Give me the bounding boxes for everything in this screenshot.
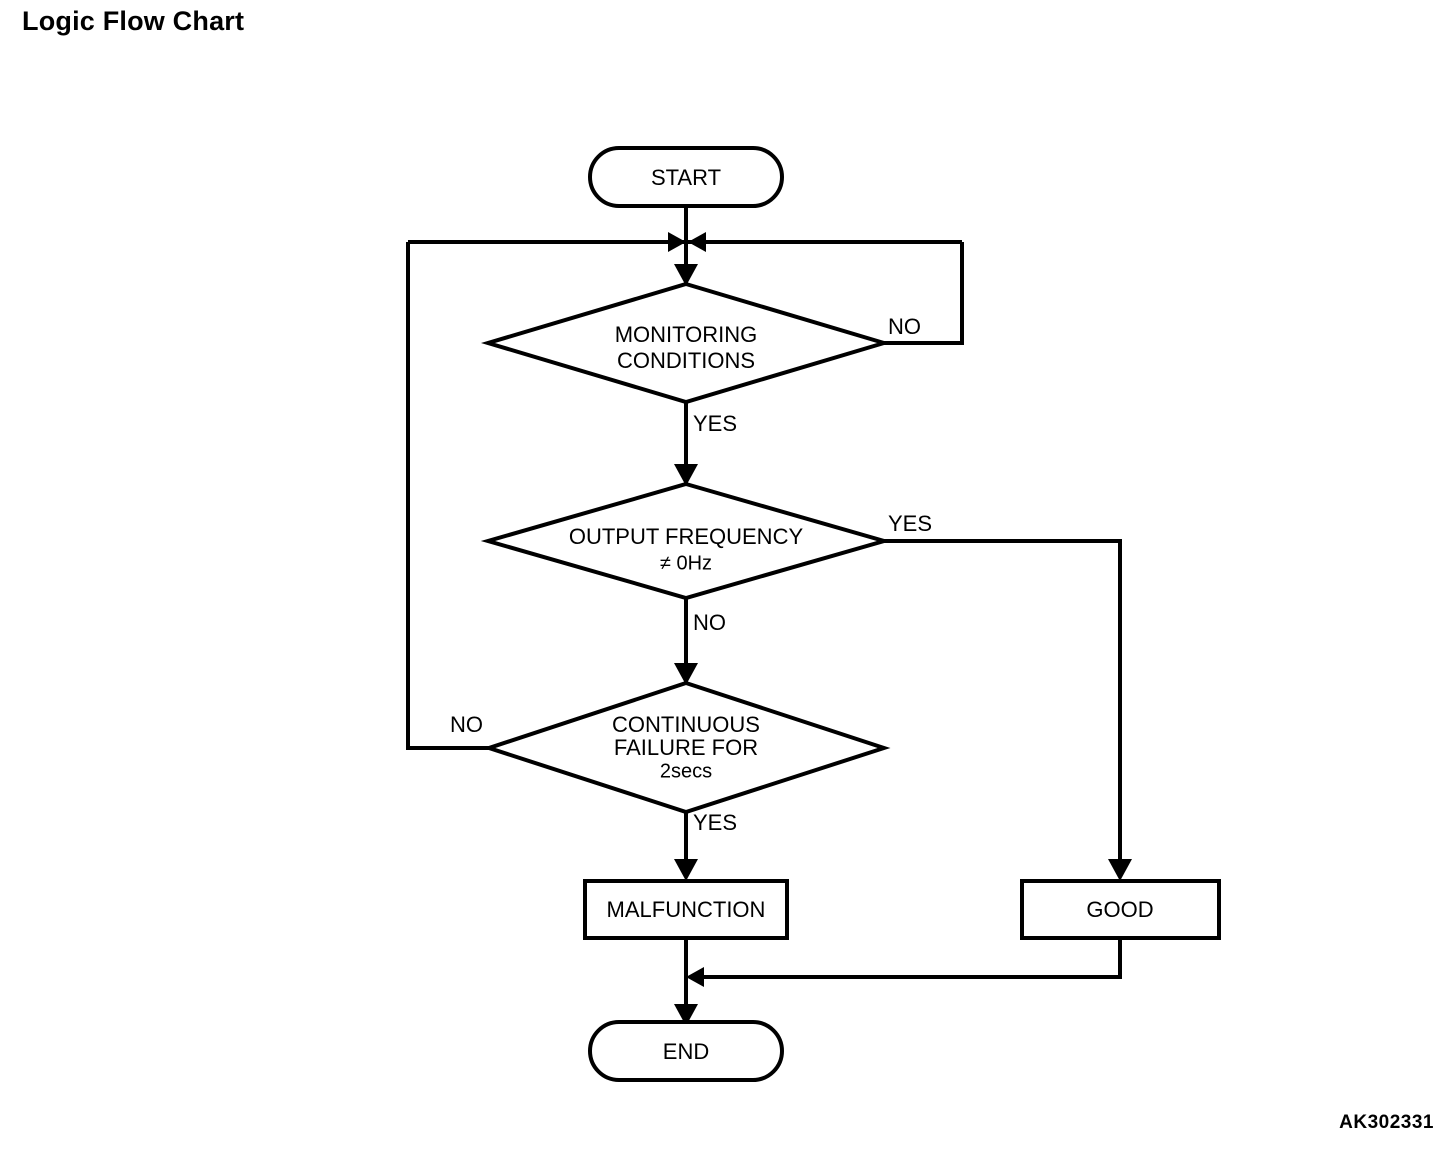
edge-label-monitoring-yes: YES (693, 411, 737, 436)
monitoring-label-line2: CONDITIONS (617, 348, 755, 373)
arrow-into-continuous-icon (674, 663, 698, 685)
edge-label-continuous-no: NO (450, 712, 483, 737)
arrow-into-good-icon (1108, 859, 1132, 881)
good-label: GOOD (1086, 897, 1153, 922)
edge-continuous-yes: YES (674, 810, 737, 881)
arrow-merge-good-icon (686, 967, 704, 987)
edge-line (406, 242, 489, 750)
frequency-label-line1: OUTPUT FREQUENCY (569, 524, 804, 549)
edge-monitoring-yes: YES (674, 402, 737, 486)
continuous-label-line1: CONTINUOUS (612, 712, 760, 737)
node-malfunction: MALFUNCTION (583, 879, 789, 940)
node-monitoring-conditions: MONITORING CONDITIONS (480, 281, 892, 405)
arrow-into-end-icon (674, 1004, 698, 1026)
node-start: START (588, 146, 784, 208)
node-good: GOOD (1020, 879, 1221, 940)
node-end: END (588, 1020, 784, 1082)
merge-arrow-from-right-icon (688, 232, 706, 252)
continuous-label-line2: FAILURE FOR (614, 735, 758, 760)
malfunction-label: MALFUNCTION (607, 897, 766, 922)
edge-label-frequency-no: NO (693, 610, 726, 635)
edge-frequency-no: NO (674, 598, 726, 685)
edge-line (884, 242, 964, 345)
merge-bar-top (408, 232, 962, 286)
edge-good-to-end (686, 938, 1122, 987)
arrow-into-monitoring-icon (674, 264, 698, 286)
edge-monitoring-no-loop: NO (884, 242, 964, 345)
frequency-label-line2: ≠ 0Hz (660, 552, 712, 574)
malfunction-shape (583, 879, 789, 940)
arrow-into-malfunction-icon (674, 859, 698, 881)
edge-continuous-no-loop: NO (406, 242, 489, 750)
monitoring-label-line1: MONITORING (615, 322, 758, 347)
end-label: END (663, 1039, 709, 1064)
edge-line (884, 539, 1122, 873)
start-label: START (651, 165, 721, 190)
edge-malfunction-to-end (674, 938, 698, 1026)
edge-label-continuous-yes: YES (693, 810, 737, 835)
good-shape (1020, 879, 1221, 940)
merge-arrow-from-left-icon (668, 232, 686, 252)
node-continuous-failure: CONTINUOUS FAILURE FOR 2secs (482, 680, 891, 815)
page-title: Logic Flow Chart (22, 6, 245, 36)
end-shape (588, 1020, 784, 1082)
edge-label-monitoring-no: NO (888, 314, 921, 339)
node-output-frequency: OUTPUT FREQUENCY ≠ 0Hz (480, 481, 892, 601)
continuous-label-line3: 2secs (660, 760, 712, 782)
edge-frequency-yes: YES (884, 511, 1132, 881)
arrow-into-frequency-icon (674, 464, 698, 486)
figure-identifier: AK302331 (1339, 1112, 1434, 1133)
edge-label-frequency-yes: YES (888, 511, 932, 536)
edge-line (698, 938, 1122, 979)
